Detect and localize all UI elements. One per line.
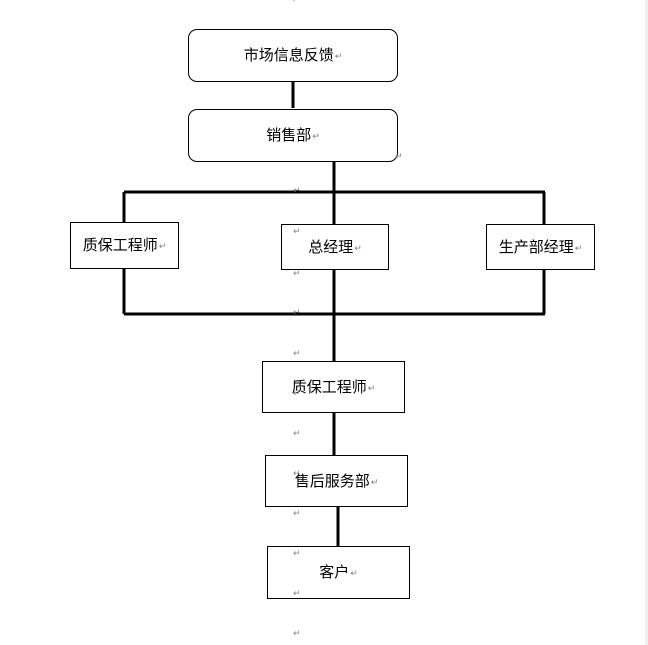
paragraph-mark-icon: ↵: [395, 152, 403, 162]
paragraph-mark-icon: ↵: [293, 227, 301, 237]
node-qa-engineer-left-label: 质保工程师: [82, 236, 158, 254]
paragraph-mark-icon: ↵: [292, 0, 300, 5]
node-after-sales-dept: 售后服务部↵: [265, 455, 408, 507]
node-general-manager-label: 总经理: [308, 237, 354, 256]
paragraph-mark-icon: ↵: [293, 349, 301, 359]
node-qa-engineer-left: 质保工程师↵: [70, 222, 179, 269]
node-sales-dept: 销售部↵: [188, 109, 398, 162]
paragraph-mark-icon: ↵: [158, 242, 167, 252]
paragraph-mark-icon: ↵: [293, 389, 301, 399]
node-market-feedback: 市场信息反馈↵: [188, 29, 398, 82]
paragraph-mark-icon: ↵: [350, 569, 358, 579]
node-production-manager-label: 生产部经理: [498, 237, 574, 256]
node-qa-engineer-center: 质保工程师↵: [262, 361, 405, 413]
paragraph-mark-icon: ↵: [312, 132, 320, 142]
paragraph-mark-icon: ↵: [293, 629, 301, 639]
paragraph-mark-icon: ↵: [293, 308, 301, 318]
paragraph-mark-icon: ↵: [293, 186, 301, 196]
paragraph-mark-icon: ↵: [293, 269, 301, 279]
paragraph-mark-icon: ↵: [293, 429, 301, 439]
node-customer: 客户↵: [267, 546, 410, 599]
paragraph-mark-icon: ↵: [367, 383, 376, 394]
paragraph-mark-icon: ↵: [293, 509, 301, 519]
node-after-sales-dept-label: 售后服务部: [294, 471, 370, 490]
node-market-feedback-label: 市场信息反馈: [243, 46, 334, 64]
paragraph-mark-icon: ↵: [293, 469, 301, 479]
node-production-manager: 生产部经理↵: [486, 224, 595, 270]
paragraph-mark-icon: ↵: [293, 589, 301, 599]
page-edge: [645, 0, 648, 645]
node-sales-dept-label: 销售部: [266, 126, 312, 144]
node-qa-engineer-center-label: 质保工程师: [291, 377, 367, 396]
paragraph-mark-icon: ↵: [293, 549, 301, 559]
paragraph-mark-icon: ↵: [334, 52, 343, 62]
paragraph-mark-icon: ↵: [574, 243, 583, 254]
paragraph-mark-icon: ↵: [354, 243, 362, 254]
paragraph-mark-icon: ↵: [370, 477, 379, 488]
node-customer-label: 客户: [319, 563, 350, 581]
node-general-manager: 总经理↵: [281, 224, 389, 270]
